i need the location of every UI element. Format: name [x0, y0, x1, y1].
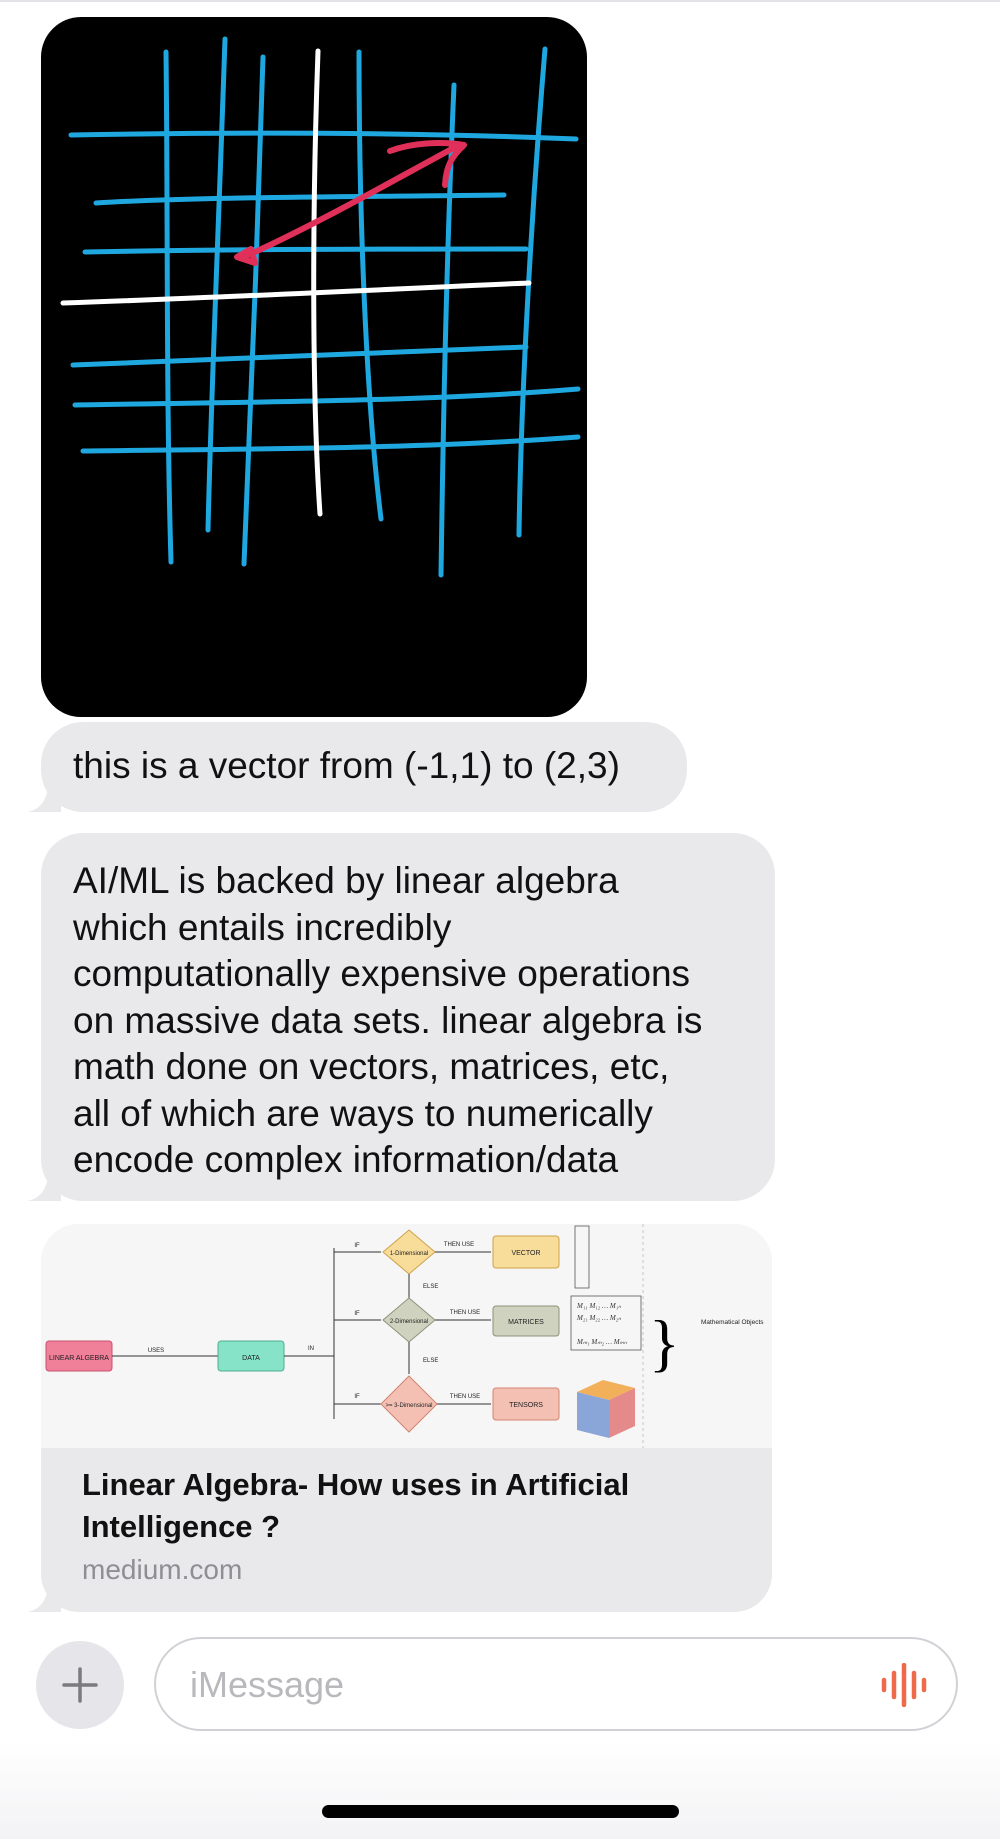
hand-drawn-grid-vector-image	[60, 36, 581, 578]
brace-icon: }	[649, 1307, 680, 1378]
diagram-data-label: DATA	[242, 1355, 260, 1362]
diagram-dim-3: >= 3-Dimensional	[385, 1403, 432, 1409]
diagram-dim-2: 2-Dimensional	[390, 1319, 428, 1325]
apps-plus-button[interactable]	[36, 1641, 124, 1729]
link-title: Linear Algebra- How uses in Artificial I…	[82, 1467, 630, 1544]
tensor-cube-icon	[577, 1380, 635, 1438]
audio-waveform-icon[interactable]	[880, 1663, 930, 1707]
diagram-then-use-label: THEN USE	[450, 1310, 480, 1316]
bubble-tail-icon	[27, 1582, 61, 1612]
message-input[interactable]	[188, 1639, 832, 1731]
diagram-if-label: IF	[354, 1311, 360, 1317]
diagram-object-2: MATRICES	[508, 1319, 544, 1326]
link-preview-thumbnail: LINEAR ALGEBRA USES DATA IN IF 1-Dimensi…	[41, 1224, 772, 1448]
message-bubble[interactable]: AI/ML is backed by linear algebra which …	[27, 833, 775, 1201]
svg-text:M₂₁ M₂₂ … M₂ₙ: M₂₁ M₂₂ … M₂ₙ	[576, 1314, 621, 1322]
message-text: AI/ML is backed by linear algebra which …	[73, 860, 703, 1180]
diagram-else-label: ELSE	[423, 1358, 438, 1364]
bubble-tail-icon	[27, 782, 61, 812]
bubble-tail-icon	[27, 1171, 61, 1201]
diagram-uses-label: USES	[148, 1348, 164, 1354]
diagram-else-label: ELSE	[423, 1284, 438, 1290]
linear-algebra-diagram: LINEAR ALGEBRA USES DATA IN IF 1-Dimensi…	[45, 1224, 764, 1448]
bottom-fade	[0, 1740, 1000, 1839]
diagram-root-label: LINEAR ALGEBRA	[49, 1355, 109, 1362]
plus-icon	[62, 1667, 98, 1703]
message-bubble[interactable]: this is a vector from (-1,1) to (2,3)	[27, 722, 687, 812]
photo-message[interactable]	[41, 17, 587, 717]
link-preview-card[interactable]: LINEAR ALGEBRA USES DATA IN IF 1-Dimensi…	[27, 1224, 772, 1612]
diagram-object-1: VECTOR	[511, 1250, 540, 1257]
link-domain: medium.com	[82, 1554, 243, 1585]
diagram-dim-1: 1-Dimensional	[390, 1251, 428, 1257]
imessage-compose-field[interactable]	[154, 1637, 958, 1731]
home-indicator[interactable]	[322, 1805, 679, 1818]
diagram-then-use-label: THEN USE	[444, 1242, 474, 1248]
diagram-if-label: IF	[354, 1243, 360, 1249]
svg-text:Mₘ₁ Mₘ₂ … Mₘₙ: Mₘ₁ Mₘ₂ … Mₘₙ	[576, 1338, 627, 1346]
diagram-then-use-label: THEN USE	[450, 1394, 480, 1400]
diagram-in-label: IN	[308, 1346, 314, 1352]
diagram-summary: Mathematical Objects	[701, 1319, 764, 1326]
top-divider	[0, 0, 1000, 2]
svg-text:M₁₁ M₁₂ … M₁ₙ: M₁₁ M₁₂ … M₁ₙ	[576, 1302, 621, 1310]
diagram-if-label: IF	[354, 1394, 360, 1400]
diagram-object-3: TENSORS	[509, 1402, 543, 1409]
message-text: this is a vector from (-1,1) to (2,3)	[73, 745, 620, 786]
